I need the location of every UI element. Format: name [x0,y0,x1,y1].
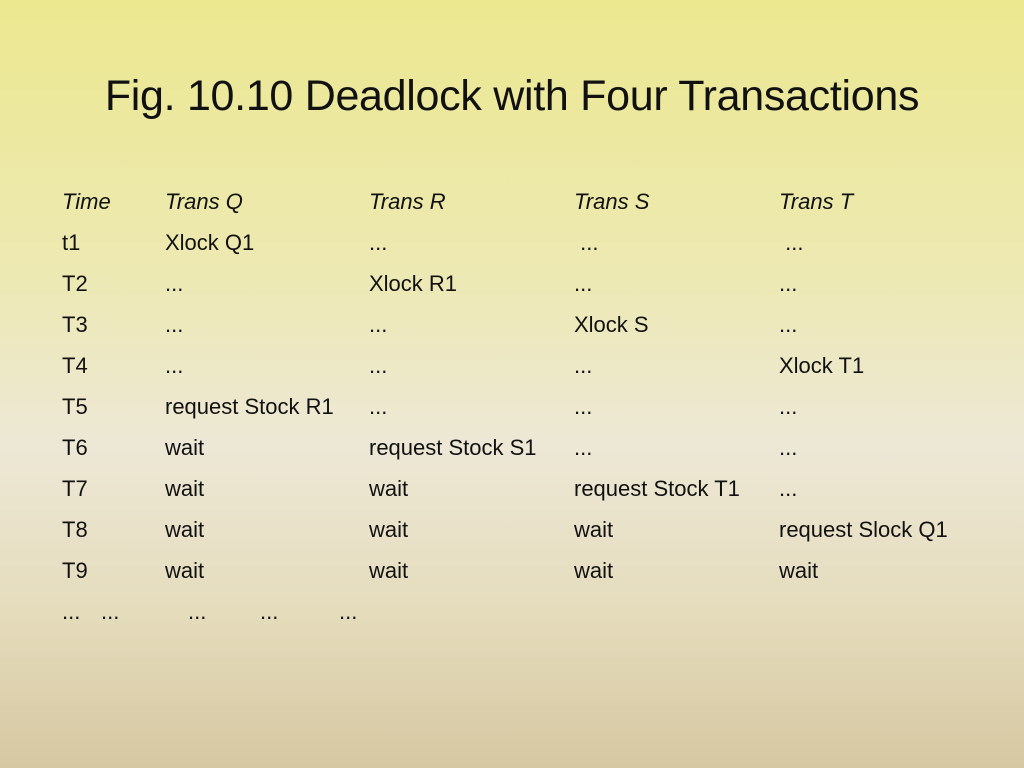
table-cell: wait [165,558,205,583]
table-cell: t1 [62,230,81,255]
table-cell: ... [779,394,798,419]
table-cell: ... [165,353,184,378]
table-cell: ... [779,230,804,255]
table-cell: wait [574,517,614,542]
table-cell: Xlock R1 [369,271,458,296]
trailing-ellipsis: ... [339,599,358,624]
header-trans-s: Trans S [574,189,650,214]
table-cell: ... [779,435,798,460]
slide-title: Fig. 10.10 Deadlock with Four Transactio… [104,72,920,120]
header-trans-q: Trans Q [165,189,243,214]
table-cell: ... [779,476,798,501]
table-cell: ... [369,230,388,255]
header-time: Time [62,189,111,214]
table-cell: T3 [62,312,88,337]
table-cell: ... [165,271,184,296]
table-cell: request Slock Q1 [779,517,948,542]
table-cell: ... [574,353,593,378]
table-cell: T7 [62,476,88,501]
table-cell: wait [165,517,205,542]
table-cell: T9 [62,558,88,583]
header-trans-t: Trans T [779,189,854,214]
trailing-ellipsis: ... [260,599,279,624]
table-cell: ... [574,271,593,296]
table-cell: wait [165,435,205,460]
table-cell: request Stock R1 [165,394,334,419]
table-cell: T4 [62,353,88,378]
table-cell: Xlock Q1 [165,230,255,255]
trailing-ellipsis: ... [101,599,120,624]
table-cell: T8 [62,517,88,542]
trailing-ellipsis: ... [62,599,81,624]
table-cell: ... [779,312,798,337]
table-cell: ... [574,435,593,460]
table-cell: request Stock T1 [574,476,740,501]
table-cell: ... [369,394,388,419]
table-cell: ... [165,312,184,337]
table-cell: ... [369,312,388,337]
table-cell: Xlock T1 [779,353,865,378]
table-cell: ... [779,271,798,296]
table-cell: wait [574,558,614,583]
table-cell: wait [369,558,409,583]
table-cell: ... [574,230,599,255]
table-cell: ... [574,394,593,419]
table-cell: wait [369,517,409,542]
table-cell: Xlock S [574,312,649,337]
table-cell: ... [369,353,388,378]
table-cell: wait [369,476,409,501]
header-trans-r: Trans R [369,189,446,214]
table-cell: wait [165,476,205,501]
table-cell: wait [779,558,819,583]
table-cell: request Stock S1 [369,435,537,460]
table-cell: T2 [62,271,88,296]
table-cell: T5 [62,394,88,419]
trailing-ellipsis: ... [188,599,207,624]
table-cell: T6 [62,435,88,460]
